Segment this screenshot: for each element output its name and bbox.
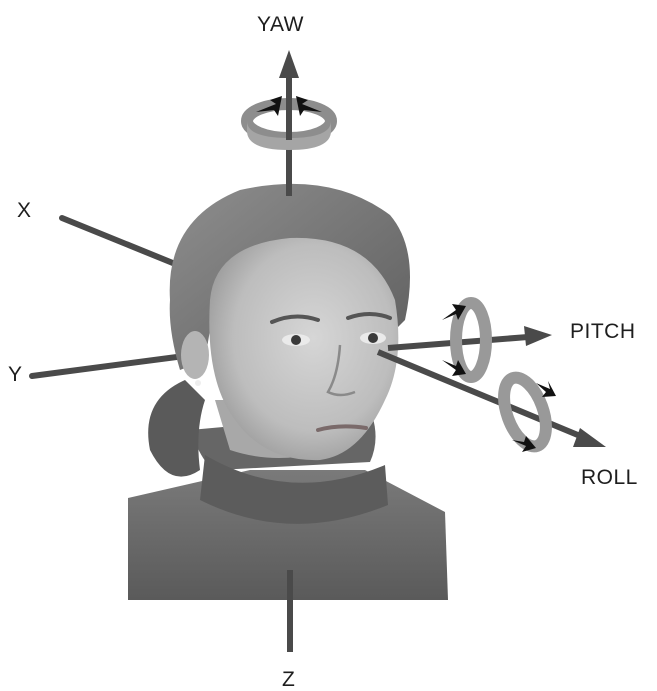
pitch-arrowhead: [524, 326, 552, 346]
roll-label: ROLL: [581, 466, 638, 489]
yaw-label: YAW: [257, 13, 304, 36]
y-axis-label: Y: [8, 363, 23, 386]
x-axis-label: X: [17, 199, 32, 222]
yaw-rotation-icon: [247, 85, 331, 150]
person-head-illustration: [128, 184, 448, 600]
z-axis-label: Z: [282, 668, 295, 691]
yaw-arrowhead: [279, 50, 299, 78]
roll-arrowhead: [573, 428, 606, 447]
pitch-label: PITCH: [570, 320, 636, 343]
y-axis-line: [32, 355, 192, 376]
x-axis-line: [62, 218, 190, 270]
